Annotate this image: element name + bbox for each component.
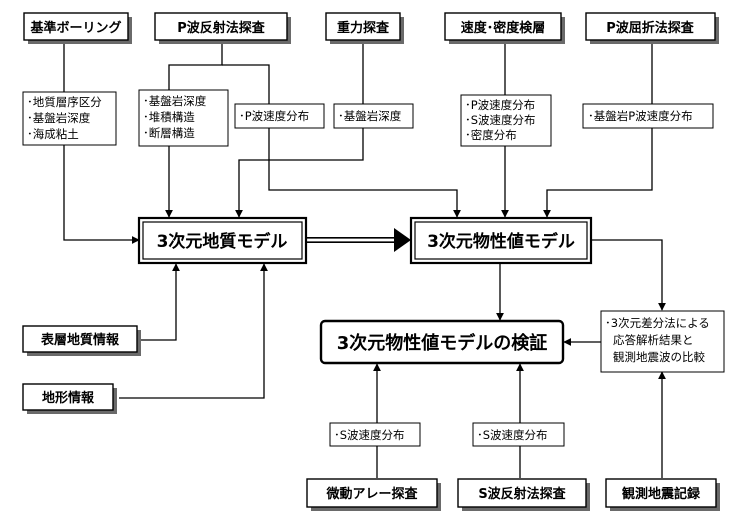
label-prefl-geology: ･基盤岩深度 ･堆積構造 ･断層構造 xyxy=(138,89,229,147)
label-boring-out: ･地質層序区分 ･基盤岩深度 ･海成粘土 xyxy=(22,91,117,146)
source-s-reflection-label: S波反射法探査 xyxy=(478,486,566,502)
source-velocity-density: 速度･密度検層 xyxy=(444,12,565,44)
label-comparison-line: ･3次元差分法による xyxy=(605,316,710,330)
edge-refraction-property xyxy=(543,128,653,218)
source-p-reflection-label: P波反射法探査 xyxy=(177,20,266,36)
label-gravity-out-line: ･基盤岩深度 xyxy=(338,109,402,123)
source-p-reflection: P波反射法探査 xyxy=(154,12,291,44)
edge-prefl-property xyxy=(268,128,461,218)
property-model-label: 3次元物性値モデル xyxy=(427,231,575,252)
label-comparison-line: 観測地震波の比較 xyxy=(613,350,705,364)
source-s-reflection: S波反射法探査 xyxy=(457,478,590,511)
edge-topo-geology xyxy=(119,263,268,399)
geology-model-box: 3次元地質モデル xyxy=(137,216,308,265)
label-comparison: ･3次元差分法による 応答解析結果と 観測地震波の比較 xyxy=(600,310,725,373)
source-seismic-record-label: 観測地震記録 xyxy=(621,486,701,502)
double-arrow-geology-property xyxy=(306,228,411,252)
source-topography: 地形情報 xyxy=(22,383,117,414)
source-seismic-record: 観測地震記録 xyxy=(605,478,720,511)
label-prefl-geology-line: ･断層構造 xyxy=(143,126,195,140)
geology-model-label: 3次元地質モデル xyxy=(157,231,288,252)
source-velocity-density-label: 速度･密度検層 xyxy=(461,20,546,36)
verification-label: 3次元物性値モデルの検証 xyxy=(337,332,548,354)
label-prefl-geology-line: ･基盤岩深度 xyxy=(143,94,207,108)
label-logging-out-line: ･P波速度分布 xyxy=(465,98,535,112)
label-gravity-out: ･基盤岩深度 xyxy=(333,103,414,129)
label-microtremor-out: ･S波速度分布 xyxy=(329,422,421,447)
source-microtremor: 微動アレー探査 xyxy=(306,478,441,511)
label-srefl-out-line: ･S波速度分布 xyxy=(477,428,548,442)
label-srefl-out: ･S波速度分布 xyxy=(472,422,565,447)
edge-prefl-stem xyxy=(168,43,223,90)
label-prefl-geology-line: ･堆積構造 xyxy=(143,110,195,124)
edge-prefl-branch xyxy=(222,64,270,104)
property-model-box: 3次元物性値モデル xyxy=(409,216,593,265)
label-refraction-out: ･基盤岩P波速度分布 xyxy=(582,103,714,129)
label-logging-out-line: ･密度分布 xyxy=(465,128,517,142)
source-boring-label: 基準ボーリング xyxy=(29,20,121,36)
edge-gravity-geology xyxy=(235,128,364,218)
label-refraction-out-line: ･基盤岩P波速度分布 xyxy=(588,109,693,123)
label-boring-out-line: ･地質層序区分 xyxy=(27,95,102,109)
source-surface-geology-label: 表層地質情報 xyxy=(40,332,120,348)
label-comparison-line: 応答解析結果と xyxy=(613,333,694,347)
verification-box: 3次元物性値モデルの検証 xyxy=(319,319,565,365)
source-boring: 基準ボーリング xyxy=(23,12,132,44)
source-gravity-label: 重力探査 xyxy=(337,20,390,36)
connectors xyxy=(63,43,666,478)
source-topography-label: 地形情報 xyxy=(42,390,95,406)
source-surface-geology: 表層地質情報 xyxy=(22,325,141,356)
source-microtremor-label: 微動アレー探査 xyxy=(325,486,418,502)
source-p-refraction: P波屈折法探査 xyxy=(585,12,719,44)
edge-surface-geology xyxy=(141,263,180,341)
label-logging-out: ･P波速度分布 ･S波速度分布 ･密度分布 xyxy=(460,94,552,147)
label-microtremor-out-line: ･S波速度分布 xyxy=(334,428,405,442)
label-prefl-velocity-line: ･P波速度分布 xyxy=(239,109,309,123)
label-boring-out-line: ･海成粘土 xyxy=(27,127,79,141)
label-boring-out-line: ･基盤岩深度 xyxy=(27,111,91,125)
source-p-refraction-label: P波屈折法探査 xyxy=(606,20,695,36)
label-prefl-velocity: ･P波速度分布 xyxy=(234,103,325,129)
label-logging-out-line: ･S波速度分布 xyxy=(465,113,536,127)
edge-property-comparison xyxy=(591,239,666,311)
source-gravity: 重力探査 xyxy=(325,12,404,44)
